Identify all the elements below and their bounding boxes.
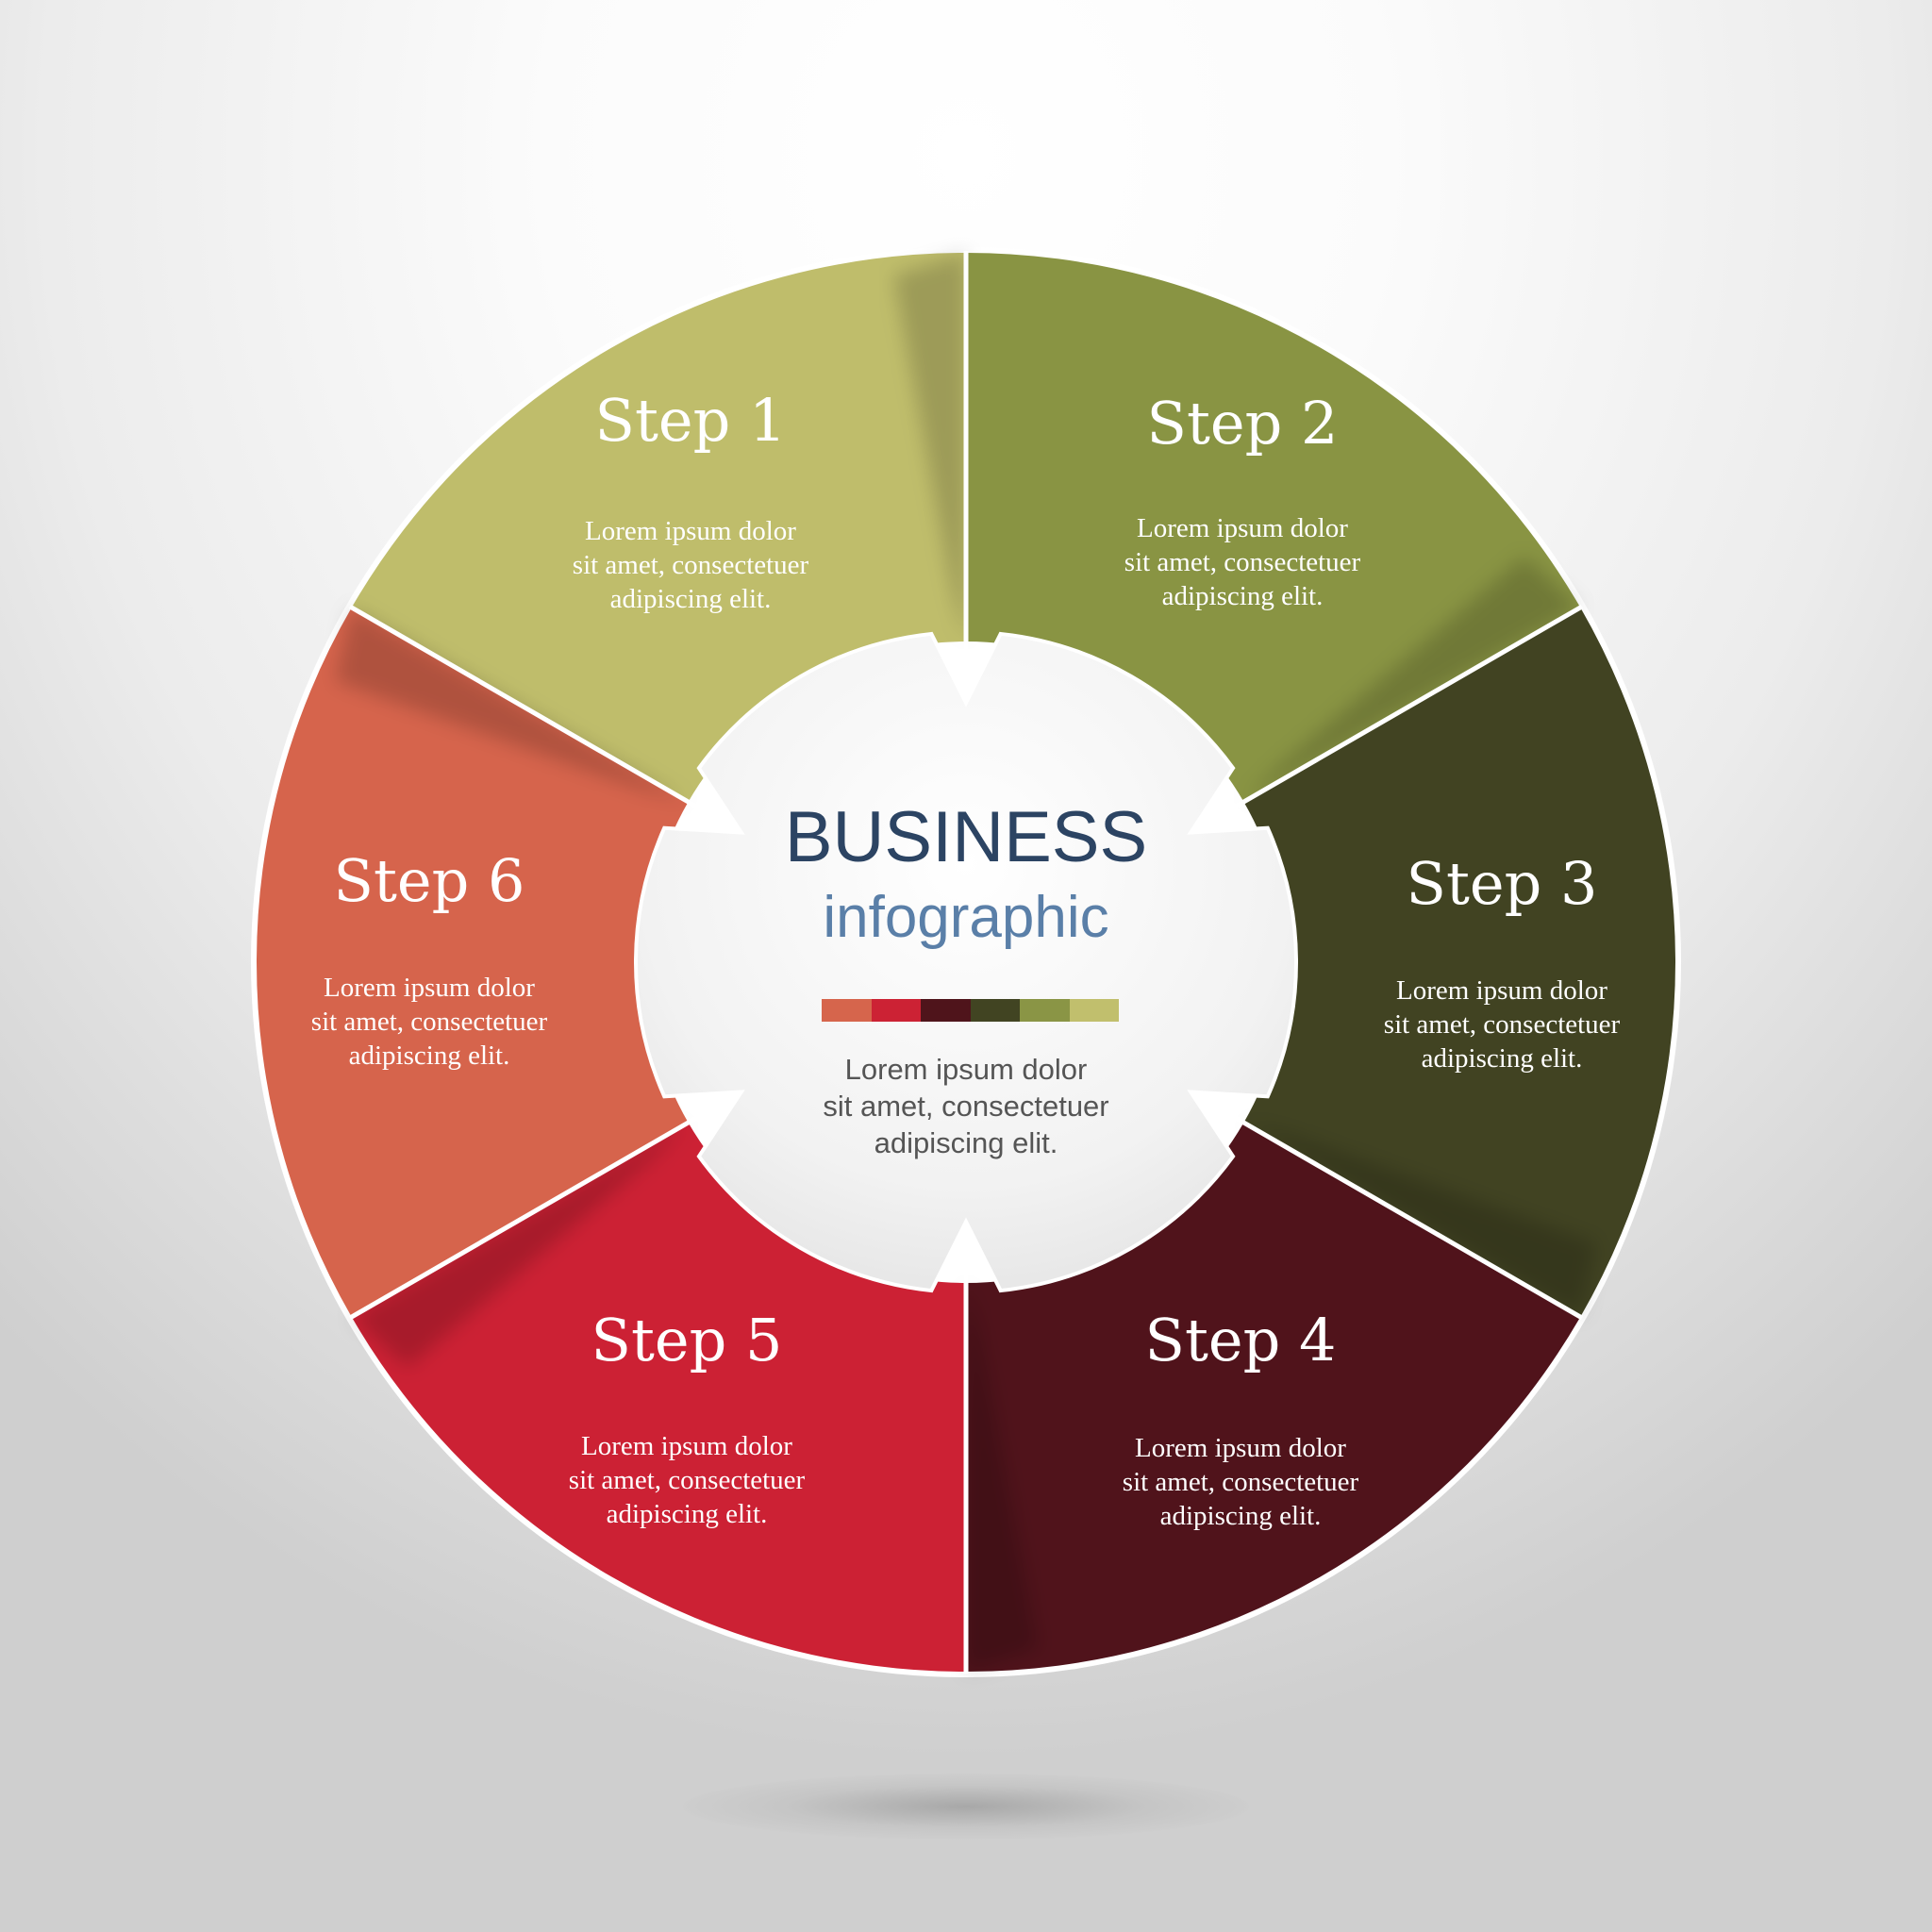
step-5-fold-shadow xyxy=(351,1123,689,1369)
step-2-description: Lorem ipsum dolor sit amet, consectetuer… xyxy=(1035,511,1450,613)
color-swatch xyxy=(871,999,921,1022)
step-5-desc-line: Lorem ipsum dolor xyxy=(581,1431,792,1461)
center-desc-line: Lorem ipsum dolor xyxy=(844,1053,1088,1086)
step-5-description: Lorem ipsum dolor sit amet, consectetuer… xyxy=(479,1429,894,1531)
step-5-title: Step 5 xyxy=(591,1306,783,1374)
center-desc-line: adipiscing elit. xyxy=(874,1126,1058,1159)
step-2-title: Step 2 xyxy=(1146,389,1339,458)
step-5-desc-line: sit amet, consectetuer xyxy=(568,1465,806,1495)
step-4-title: Step 4 xyxy=(1144,1306,1337,1374)
center-description: Lorem ipsum dolor sit amet, consectetuer… xyxy=(730,1051,1202,1161)
color-swatch xyxy=(921,999,971,1022)
step-1-desc-line: sit amet, consectetuer xyxy=(572,550,809,580)
center-subtitle: infographic xyxy=(823,885,1109,950)
step-6-desc-line: Lorem ipsum dolor xyxy=(324,973,535,1003)
step-1-segment xyxy=(351,253,966,802)
step-4-desc-line: adipiscing elit. xyxy=(1159,1501,1322,1531)
step-3-desc-line: Lorem ipsum dolor xyxy=(1396,975,1607,1006)
step-6-title: Step 6 xyxy=(333,846,525,915)
step-4-description: Lorem ipsum dolor sit amet, consectetuer… xyxy=(1033,1431,1448,1533)
step-4-desc-line: Lorem ipsum dolor xyxy=(1135,1433,1346,1463)
segment-divider xyxy=(1234,1115,1584,1321)
step-4-desc-line: sit amet, consectetuer xyxy=(1122,1467,1359,1497)
color-swatch xyxy=(1069,999,1119,1022)
drop-shadow xyxy=(683,1774,1249,1840)
step-1-desc-line: adipiscing elit. xyxy=(609,584,772,614)
step-2-desc-line: Lorem ipsum dolor xyxy=(1137,513,1348,543)
step-6-desc-line: adipiscing elit. xyxy=(348,1041,510,1071)
step-4-segment xyxy=(966,1123,1581,1672)
step-3-desc-line: adipiscing elit. xyxy=(1421,1043,1583,1074)
step-1-desc-line: Lorem ipsum dolor xyxy=(585,516,796,546)
center-title: BUSINESS xyxy=(784,797,1148,877)
step-2-desc-line: sit amet, consectetuer xyxy=(1124,547,1361,577)
segment-divider xyxy=(348,1115,698,1321)
center-hub xyxy=(634,631,1298,1293)
step-6-segment xyxy=(256,608,689,1317)
step-3-segment xyxy=(1243,608,1675,1317)
step-5-desc-line: adipiscing elit. xyxy=(606,1499,768,1529)
step-3-desc-line: sit amet, consectetuer xyxy=(1383,1009,1621,1040)
step-2-fold-shadow xyxy=(1243,556,1581,802)
step-3-title: Step 3 xyxy=(1406,849,1598,918)
step-3-description: Lorem ipsum dolor sit amet, consectetuer… xyxy=(1294,974,1709,1075)
step-1-fold-shadow xyxy=(893,253,966,641)
step-4-fold-shadow xyxy=(966,1283,1039,1672)
step-1-description: Lorem ipsum dolor sit amet, consectetuer… xyxy=(483,514,898,616)
step-6-description: Lorem ipsum dolor sit amet, consectetuer… xyxy=(222,971,637,1073)
color-swatch xyxy=(822,999,872,1022)
color-swatch xyxy=(1020,999,1070,1022)
segment-divider xyxy=(348,604,698,809)
color-swatch xyxy=(970,999,1020,1022)
center-desc-line: sit amet, consectetuer xyxy=(823,1090,1109,1123)
step-6-desc-line: sit amet, consectetuer xyxy=(310,1007,548,1037)
color-legend-bar xyxy=(822,999,1119,1022)
segment-divider xyxy=(1234,604,1584,809)
step-1-title: Step 1 xyxy=(594,386,787,455)
step-2-desc-line: adipiscing elit. xyxy=(1161,581,1324,611)
